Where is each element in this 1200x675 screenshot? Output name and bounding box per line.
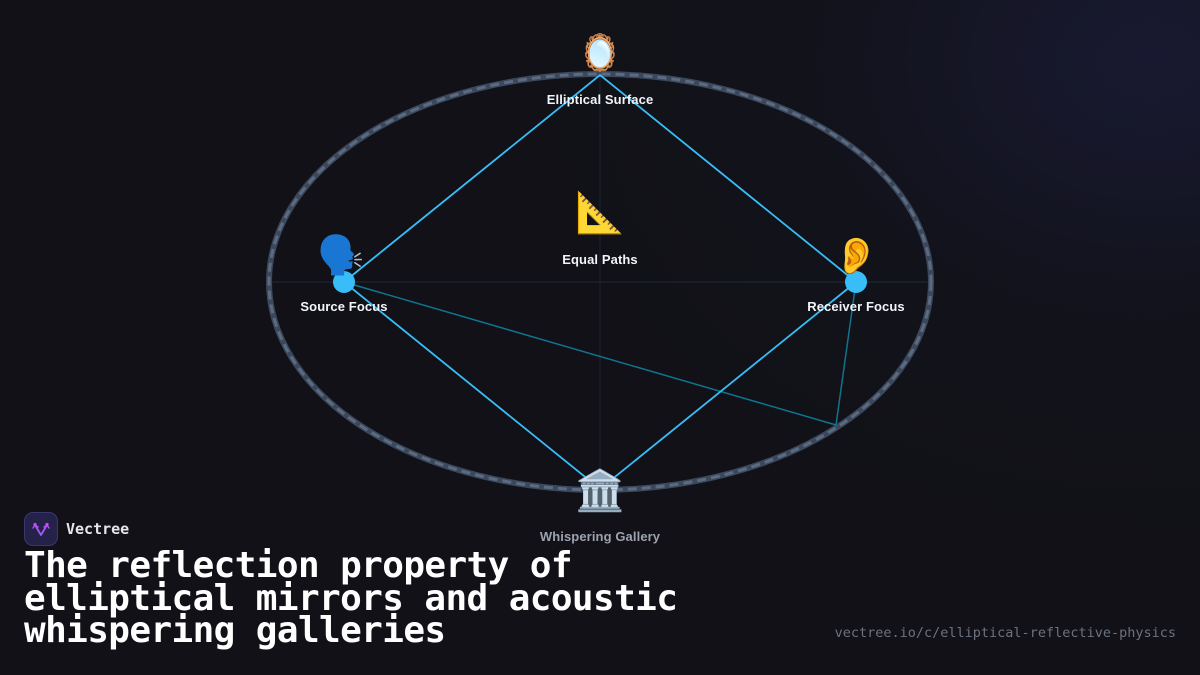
brand-name: Vectree bbox=[66, 520, 130, 538]
ear-icon: 👂 bbox=[833, 235, 879, 276]
ray-secondary bbox=[343, 281, 857, 426]
ray-top bbox=[343, 73, 857, 283]
receiver-focus-point[interactable] bbox=[845, 271, 867, 293]
receiver-focus-label: Receiver Focus bbox=[807, 299, 905, 314]
vectree-logo-icon bbox=[24, 512, 58, 546]
source-focus-point[interactable] bbox=[333, 271, 355, 293]
equal-paths-label: Equal Paths bbox=[562, 252, 638, 267]
ray-bottom bbox=[343, 281, 857, 491]
mirror-icon: 🪞 bbox=[577, 32, 623, 73]
source-focus-label: Source Focus bbox=[300, 299, 388, 314]
page-title: The reflection property of elliptical mi… bbox=[24, 545, 678, 651]
brand: Vectree bbox=[24, 512, 129, 546]
classical-building-icon: 🏛️ bbox=[575, 469, 625, 513]
elliptical-surface-label: Elliptical Surface bbox=[546, 92, 654, 107]
source-url[interactable]: vectree.io/c/elliptical-reflective-physi… bbox=[834, 625, 1176, 641]
whispering-gallery-label: Whispering Gallery bbox=[539, 529, 661, 544]
triangular-ruler-icon: 📐 bbox=[575, 191, 625, 235]
speaking-head-icon: 🗣️ bbox=[317, 235, 365, 277]
